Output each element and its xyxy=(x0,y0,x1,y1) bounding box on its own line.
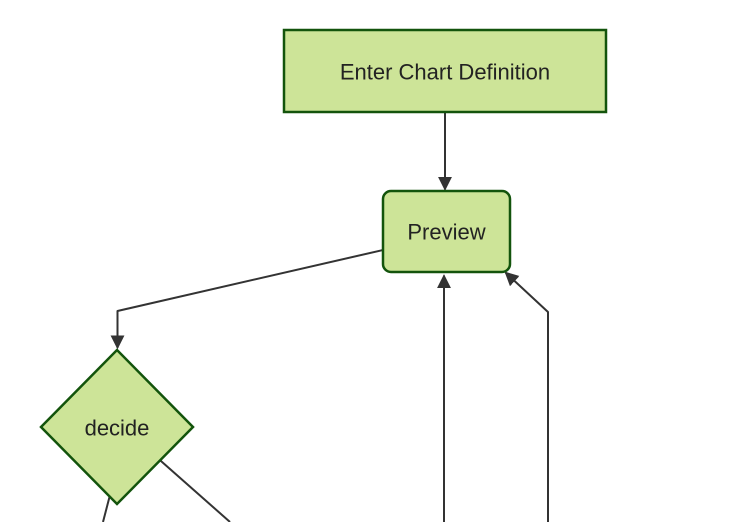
node-decide: decide xyxy=(39,348,195,506)
node-decide-label: decide xyxy=(85,416,150,441)
node-preview: Preview xyxy=(381,189,512,274)
edge-preview-to-decide xyxy=(110,249,384,350)
edge-offscreen-bottom-far-right-to-preview xyxy=(504,271,549,522)
node-decide-shape xyxy=(39,348,195,506)
edge-decide-to-offscreen-bottom-left xyxy=(102,494,111,522)
edge-decide-to-offscreen-bottom-right xyxy=(152,453,231,522)
node-preview-shape xyxy=(381,189,512,274)
node-layer: Enter Chart Definition Preview decide xyxy=(39,28,608,506)
node-preview-label: Preview xyxy=(407,220,485,245)
edge-layer xyxy=(102,112,549,522)
node-enter-chart-definition-shape xyxy=(282,28,608,114)
node-enter-chart-definition-label: Enter Chart Definition xyxy=(340,60,550,85)
node-enter-chart-definition: Enter Chart Definition xyxy=(282,28,608,114)
